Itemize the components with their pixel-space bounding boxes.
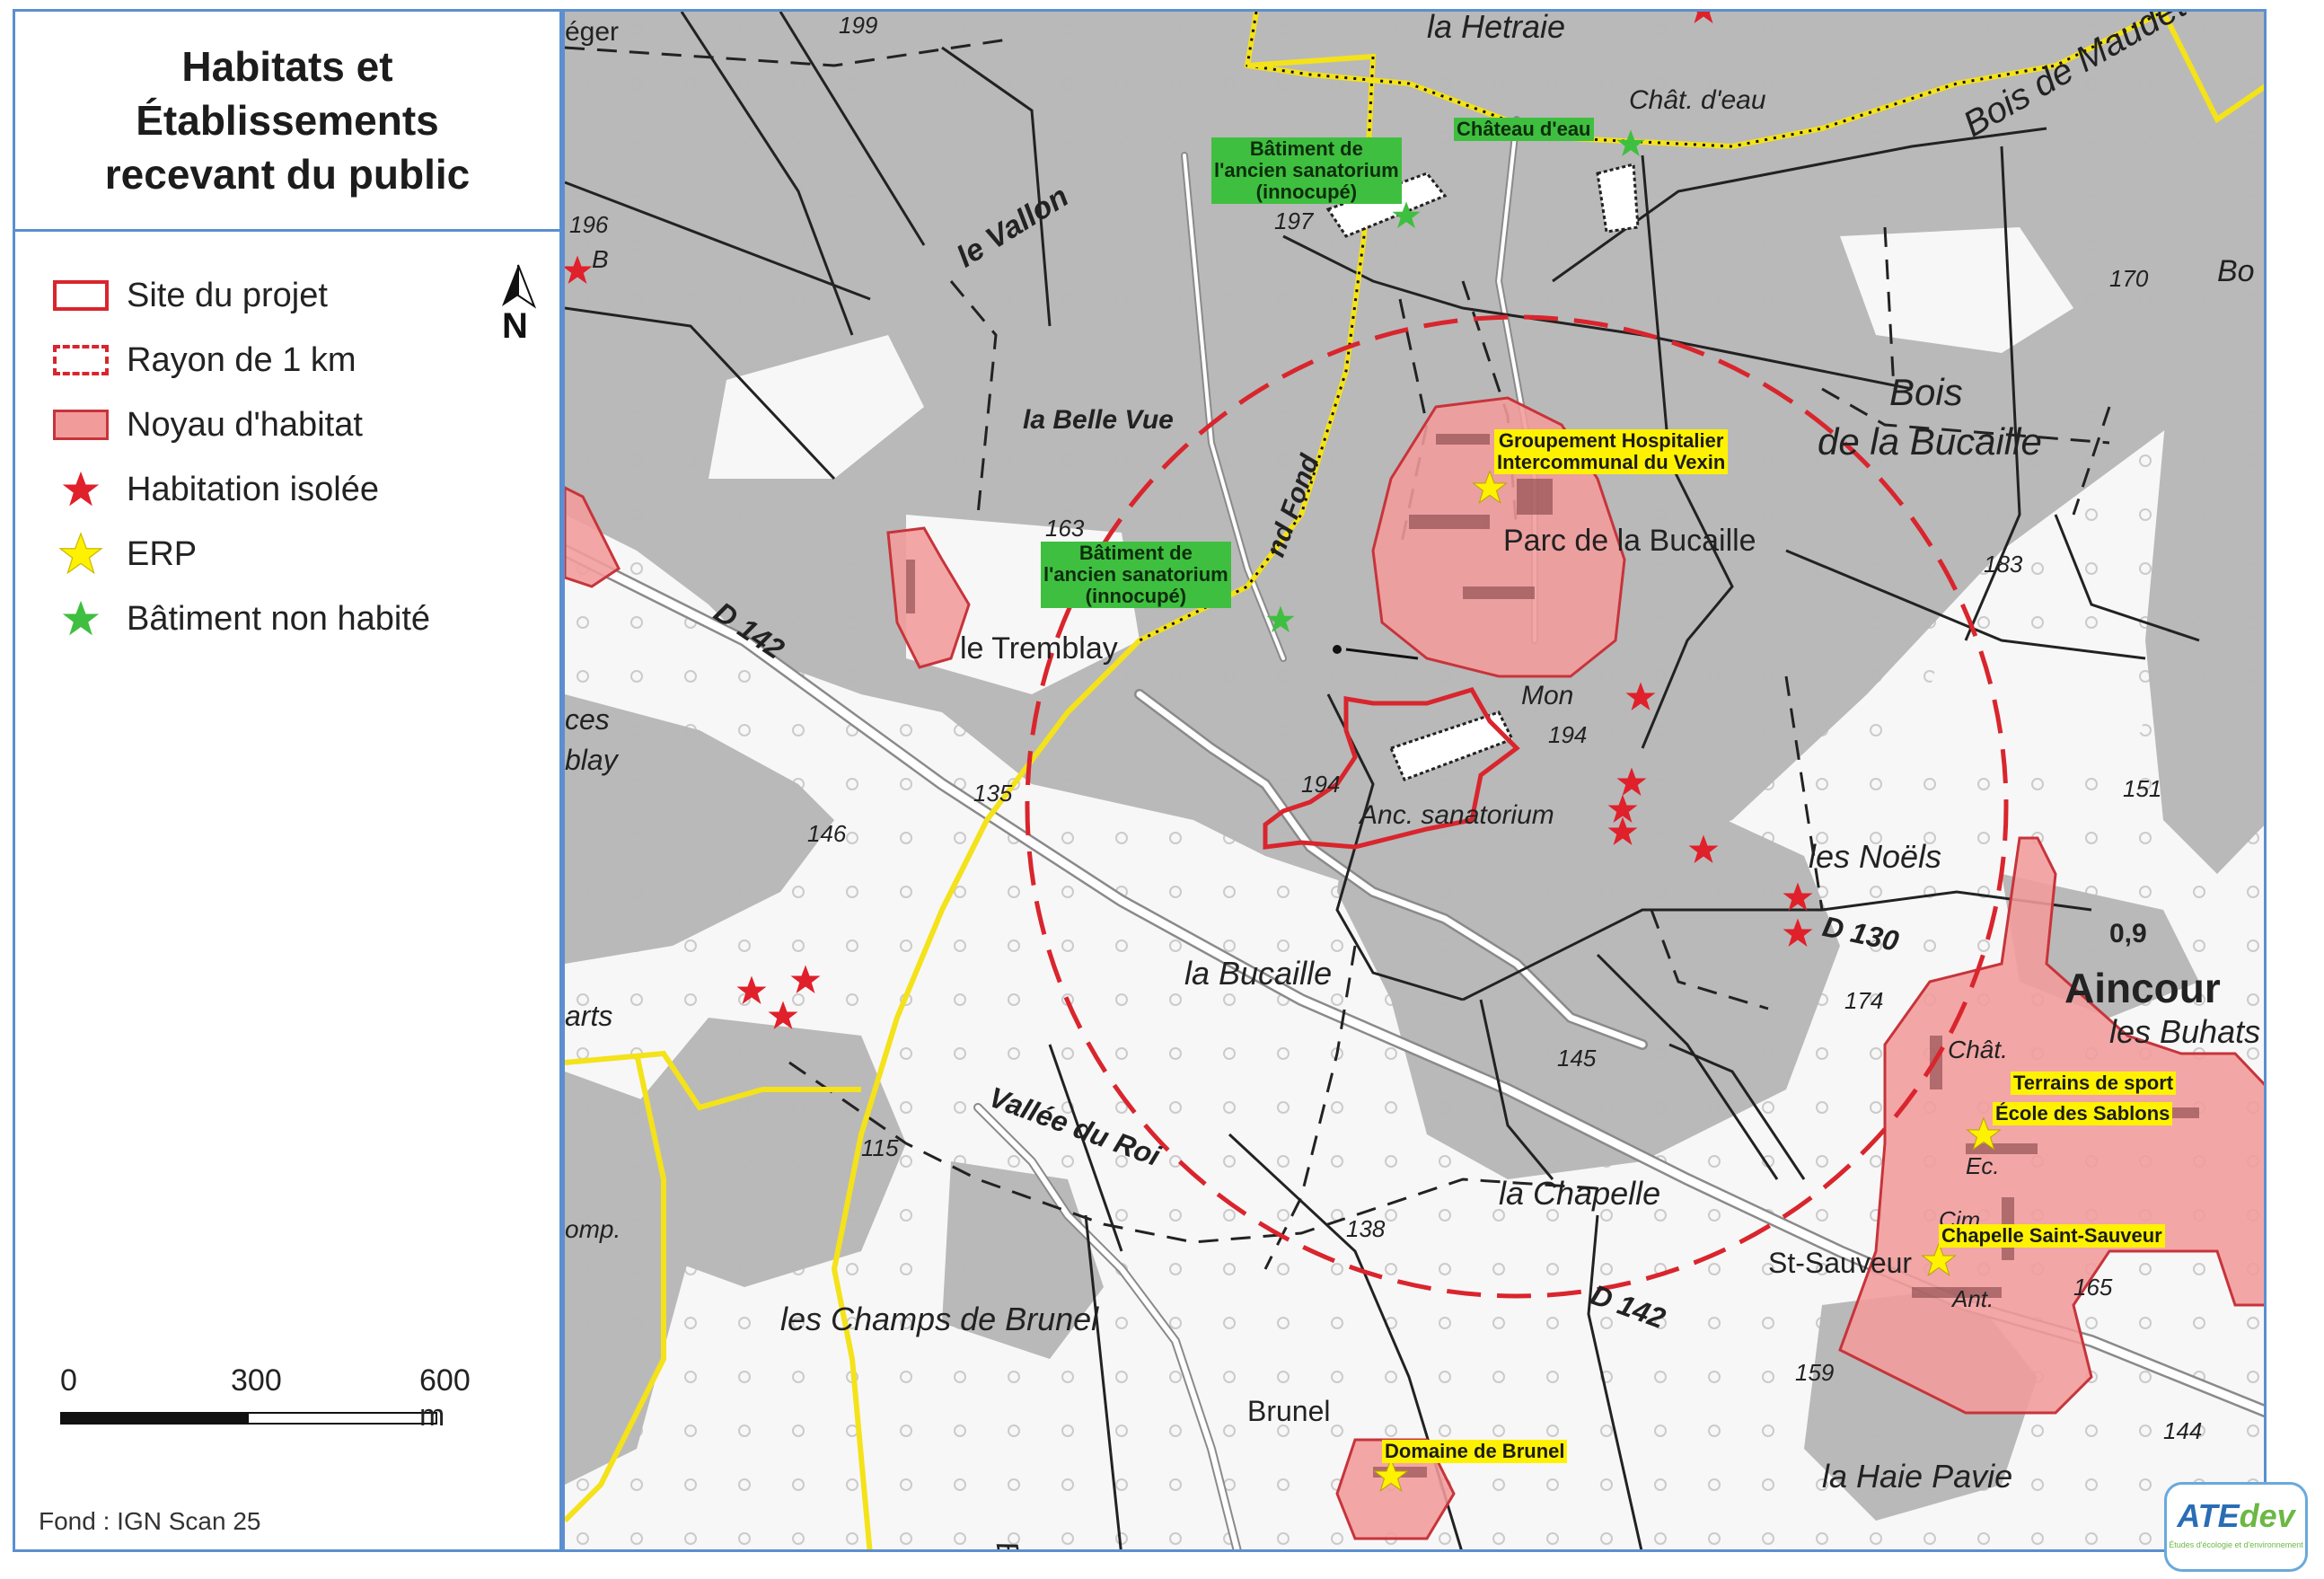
legend-panel: Habitats et Établissements recevant du p… (13, 9, 562, 1552)
radius-1km (1025, 314, 2009, 1299)
label-domaine: Domaine de Brunel (1382, 1440, 1568, 1463)
label-terrains: Terrains de sport (2011, 1072, 2177, 1095)
label-chapelle-ss: Chapelle Saint-Sauveur (1939, 1224, 2165, 1248)
place-parc-bucaille: Parc de la Bucaille (1503, 524, 1756, 558)
label-sanatorium-2: Bâtiment de l'ancien sanatorium (innocup… (1041, 542, 1231, 608)
map-area: la Hetraie éger Chât. d'eau Bois de Maud… (562, 9, 2267, 1552)
place-tremblay: le Tremblay (960, 631, 1118, 666)
place-belle-vue: la Belle Vue (1023, 405, 1174, 435)
place-ces: ces (565, 703, 610, 736)
place-mon: Mon (1521, 681, 1574, 710)
noyau-swatch (53, 410, 109, 440)
place-hetraie: la Hetraie (1427, 9, 1566, 45)
legend-item-noyau: Noyau d'habitat (51, 393, 430, 457)
place-blay: blay (565, 744, 618, 776)
tracks (565, 12, 2200, 1549)
place-st-sauveur: St-Sauveur (1768, 1247, 1913, 1279)
place-chat-eau: Chât. d'eau (1629, 85, 1766, 115)
label-chateau-eau: Château d'eau (1454, 118, 1594, 141)
legend-item-rayon: Rayon de 1 km (51, 328, 430, 393)
place-bucaille: la Bucaille (1184, 955, 1333, 992)
project-site (1263, 687, 1520, 850)
place-b: B (592, 245, 609, 273)
place-anc-sanatorium: Anc. sanatorium (1360, 800, 1554, 830)
rayon-swatch (53, 345, 109, 375)
atedev-logo: ATEdev Études d'écologie et d'environnem… (2164, 1482, 2308, 1572)
place-eger: éger (565, 17, 620, 47)
north-arrow: N (491, 263, 545, 348)
label-sanatorium-1: Bâtiment de l'ancien sanatorium (innocup… (1211, 137, 1402, 204)
place-brunel: Brunel (1247, 1395, 1331, 1427)
dashed-tracks (565, 37, 2111, 1270)
place-aincourt: Aincour (2064, 965, 2221, 1011)
place-champs-brunel: les Champs de Brunel (780, 1301, 1099, 1337)
scale-bar: 0 300 600 m (60, 1363, 471, 1433)
place-arts: arts (565, 1000, 613, 1032)
legend-item-erp: ERP (51, 522, 430, 587)
legend-item-site: Site du projet (51, 263, 430, 328)
map-canvas (565, 12, 2264, 1549)
place-noels: les Noëls (1809, 838, 1942, 875)
legend-item-non-habite: Bâtiment non habité (51, 587, 430, 651)
legend: Site du projet Rayon de 1 km Noyau d'hab… (51, 263, 430, 651)
place-bo: Bo (2217, 254, 2255, 288)
site-swatch (53, 280, 109, 311)
yellow-star-icon (58, 532, 103, 575)
place-chapelle: la Chapelle (1499, 1175, 1661, 1212)
label-groupement: Groupement Hospitalier Intercommunal du … (1494, 429, 1729, 474)
legend-item-habitation: Habitation isolée (51, 457, 430, 522)
map-title: Habitats et Établissements recevant du p… (15, 12, 559, 232)
place-ec: Ec. (1966, 1152, 2000, 1179)
label-ecole: École des Sablons (1993, 1102, 2173, 1125)
source-credit: Fond : IGN Scan 25 (39, 1507, 261, 1535)
place-bois-bucaille-2: de la Bucaille (1818, 420, 2042, 463)
place-buhats: les Buhats (2109, 1013, 2261, 1050)
place-ant: Ant. (1952, 1285, 1994, 1312)
leader-line (1345, 648, 1419, 660)
place-haie-pavie: la Haie Pavie (1822, 1458, 2013, 1495)
north-arrow-icon (502, 264, 537, 309)
green-star-icon (62, 600, 100, 636)
red-star-icon (62, 471, 100, 507)
place-chat: Chât. (1948, 1036, 2008, 1063)
place-bois-bucaille-1: Bois (1889, 371, 1963, 413)
place-comp: omp. (565, 1215, 621, 1243)
